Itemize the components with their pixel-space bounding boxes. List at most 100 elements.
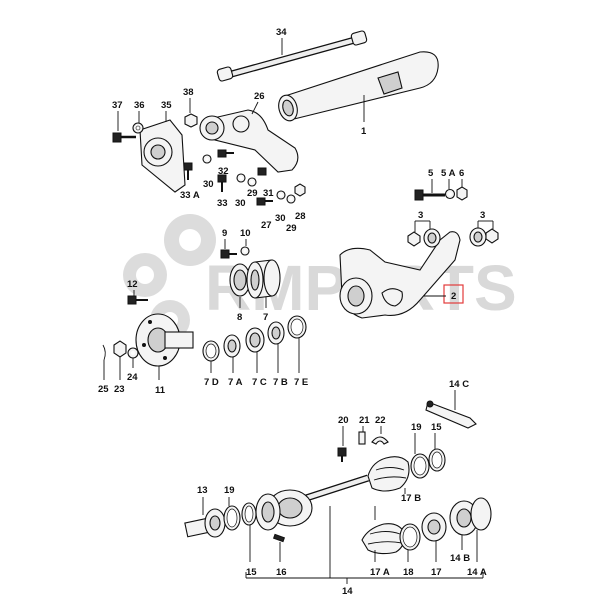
callout-1: 1 bbox=[361, 126, 367, 137]
callout-34: 34 bbox=[276, 27, 287, 38]
callout-30-b: 30 bbox=[235, 198, 246, 209]
tool-14c-part[interactable] bbox=[425, 400, 477, 429]
bearing-cover-8-part[interactable] bbox=[229, 263, 251, 297]
watermark: RMPARTS bbox=[123, 214, 517, 340]
gasket-15b-part[interactable] bbox=[241, 502, 257, 526]
callout-13: 13 bbox=[197, 485, 208, 496]
bearing-7-part[interactable] bbox=[246, 259, 281, 299]
washer-29b-part[interactable] bbox=[286, 194, 296, 204]
callout-3-left: 3 bbox=[418, 210, 423, 221]
inner-cv-joint-part[interactable] bbox=[255, 489, 313, 531]
clamp-18-part[interactable] bbox=[399, 523, 421, 551]
callout-35: 35 bbox=[161, 100, 172, 111]
nut-28-part[interactable] bbox=[294, 183, 306, 197]
clamp-19b-part[interactable] bbox=[223, 505, 241, 531]
callout-38: 38 bbox=[183, 87, 194, 98]
bolt-20-part[interactable] bbox=[337, 447, 347, 462]
callout-23: 23 bbox=[114, 384, 125, 395]
callout-7c: 7 C bbox=[252, 377, 267, 388]
callout-14c: 14 C bbox=[449, 379, 469, 390]
callout-30-c: 30 bbox=[275, 213, 286, 224]
ring-7d-part[interactable] bbox=[202, 340, 220, 362]
ring-7e-part[interactable] bbox=[287, 315, 307, 339]
clamp-19a-part[interactable] bbox=[410, 453, 430, 479]
washer-36-part[interactable] bbox=[132, 122, 144, 134]
assembly-14-bracket bbox=[245, 506, 484, 584]
ring-7a-part[interactable] bbox=[223, 334, 241, 358]
ring-7b-part[interactable] bbox=[267, 321, 285, 345]
wheel-bolt-12-part[interactable] bbox=[127, 295, 148, 305]
bushing-3-right-part[interactable] bbox=[469, 227, 499, 247]
washer-5a-part[interactable] bbox=[444, 188, 456, 200]
axle-shaft-part[interactable] bbox=[298, 474, 370, 504]
callout-12: 12 bbox=[127, 279, 138, 290]
nut-23-part[interactable] bbox=[113, 340, 127, 358]
callout-19-top: 19 bbox=[411, 422, 422, 433]
washer-24-part[interactable] bbox=[127, 347, 139, 359]
washer-30a-part[interactable] bbox=[202, 154, 212, 164]
callout-15-bottom: 15 bbox=[246, 567, 257, 578]
bolt-33a-part[interactable] bbox=[183, 162, 193, 180]
bolt-33-part[interactable] bbox=[217, 174, 227, 192]
callout-28: 28 bbox=[295, 211, 306, 222]
bolt-31-part[interactable] bbox=[257, 167, 267, 176]
pin-16-part[interactable] bbox=[272, 533, 286, 543]
stub-axle-13-part[interactable] bbox=[184, 508, 226, 538]
callout-14b: 14 B bbox=[450, 553, 470, 564]
spring-plate-part[interactable] bbox=[199, 109, 299, 173]
callout-33: 33 bbox=[217, 198, 228, 209]
hub-flange-11-part[interactable] bbox=[135, 313, 194, 367]
washer-29a-part[interactable] bbox=[247, 177, 257, 187]
tube-part[interactable] bbox=[276, 51, 439, 123]
washer-30c-part[interactable] bbox=[276, 190, 286, 200]
callout-29-b: 29 bbox=[286, 223, 297, 234]
callout-7a: 7 A bbox=[228, 377, 243, 388]
washer-30b-part[interactable] bbox=[236, 173, 246, 183]
callout-14a: 14 A bbox=[467, 567, 487, 578]
cotter-pin-25-part[interactable] bbox=[102, 344, 106, 361]
bolt-5-part[interactable] bbox=[414, 189, 445, 201]
bolt-37-part[interactable] bbox=[112, 132, 136, 143]
callout-7e: 7 E bbox=[294, 377, 308, 388]
flange-17-part[interactable] bbox=[421, 512, 447, 542]
callout-5a: 5 A bbox=[441, 168, 456, 179]
torsion-bar-part[interactable] bbox=[216, 30, 368, 82]
callout-31: 31 bbox=[263, 188, 274, 199]
cover-bracket-part[interactable] bbox=[139, 119, 186, 193]
callout-2: 2 bbox=[451, 291, 456, 302]
callout-11: 11 bbox=[155, 385, 166, 396]
bolt-32-part[interactable] bbox=[217, 149, 234, 158]
callout-7: 7 bbox=[263, 312, 268, 323]
trailing-arm-part[interactable] bbox=[339, 231, 461, 319]
nut-38-part[interactable] bbox=[184, 113, 198, 128]
plate-21-part[interactable] bbox=[358, 431, 366, 445]
boot-17a-part[interactable] bbox=[361, 523, 405, 555]
outer-joint-14b-part[interactable] bbox=[449, 497, 492, 536]
callout-10: 10 bbox=[240, 228, 251, 239]
callout-27: 27 bbox=[261, 220, 272, 231]
callout-15-top: 15 bbox=[431, 422, 442, 433]
callout-7b: 7 B bbox=[273, 377, 288, 388]
callout-30-a: 30 bbox=[203, 179, 214, 190]
callout-17b: 17 B bbox=[401, 493, 421, 504]
callout-8: 8 bbox=[237, 312, 242, 323]
fasteners-group bbox=[183, 149, 306, 206]
bolt-27-part[interactable] bbox=[256, 197, 273, 206]
callout-9: 9 bbox=[222, 228, 227, 239]
bushing-3-left-part[interactable] bbox=[407, 228, 441, 248]
nut-6-part[interactable] bbox=[456, 186, 468, 201]
gear-icon bbox=[123, 214, 216, 340]
washer-10-part[interactable] bbox=[240, 246, 250, 256]
callout-37: 37 bbox=[112, 100, 123, 111]
callout-26: 26 bbox=[254, 91, 265, 102]
boot-17b-part[interactable] bbox=[367, 456, 410, 492]
callout-19-bottom: 19 bbox=[224, 485, 235, 496]
callout-17: 17 bbox=[431, 567, 442, 578]
clip-22-part[interactable] bbox=[371, 436, 389, 445]
ring-7c-part[interactable] bbox=[245, 327, 265, 353]
callout-5: 5 bbox=[428, 168, 434, 179]
gasket-15a-part[interactable] bbox=[428, 448, 446, 472]
bolt-9-part[interactable] bbox=[220, 249, 237, 259]
callout-33a: 33 A bbox=[180, 190, 200, 201]
